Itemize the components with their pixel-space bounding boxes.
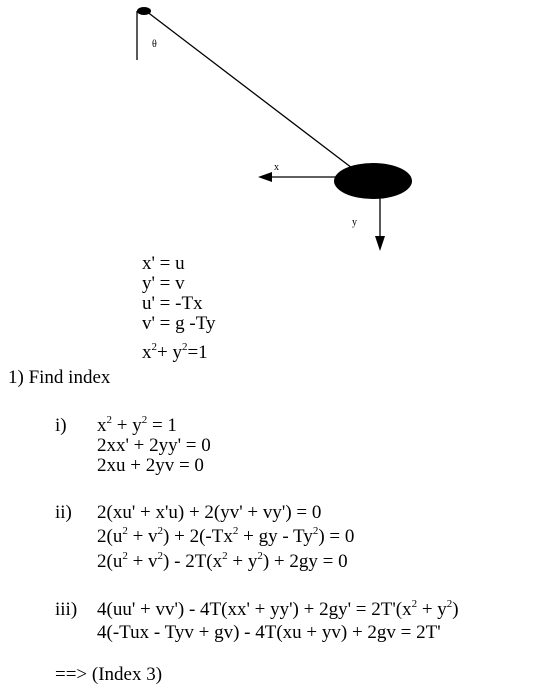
step-iii-line2: 4(-Tux - Tyv + gv) - 4T(xu + yv) + 2gv =… (97, 622, 441, 643)
step-i-line1: x2 + y2 = 1 (97, 414, 177, 436)
step-ii-line1: 2(xu' + x'u) + 2(yv' + vy') = 0 (97, 502, 322, 523)
pivot-point (137, 7, 151, 15)
step-iii-line1: 4(uu' + vv') - 4T(xx' + yy') + 2gy' = 2T… (97, 598, 459, 620)
equation-constraint: x2+ y2=1 (142, 341, 208, 363)
step-i-line2: 2xx' + 2yy' = 0 (97, 435, 211, 456)
step-i-label: i) (55, 415, 67, 436)
angle-label: θ (152, 39, 157, 50)
y-axis-label: y (352, 217, 357, 228)
equation-y-prime: y' = v (142, 273, 185, 294)
equation-u-prime: u' = -Tx (142, 293, 203, 314)
equation-x-prime: x' = u (142, 253, 185, 274)
x-axis-arrowhead (258, 172, 272, 182)
pendulum-rod (145, 10, 353, 169)
equation-v-prime: v' = g -Ty (142, 313, 216, 334)
section-heading: 1) Find index (8, 367, 111, 388)
y-axis-arrowhead (375, 236, 385, 251)
step-ii-line2: 2(u2 + v2) + 2(-Tx2 + gy - Ty2) = 0 (97, 525, 355, 547)
pendulum-bob (334, 163, 412, 199)
step-ii-label: ii) (55, 502, 72, 523)
step-iii-label: iii) (55, 599, 78, 620)
x-axis-label: x (274, 162, 279, 173)
step-ii-line3: 2(u2 + v2) - 2T(x2 + y2) + 2gy = 0 (97, 550, 348, 572)
step-i-line3: 2xu + 2yv = 0 (97, 455, 204, 476)
conclusion: ==> (Index 3) (55, 664, 163, 685)
